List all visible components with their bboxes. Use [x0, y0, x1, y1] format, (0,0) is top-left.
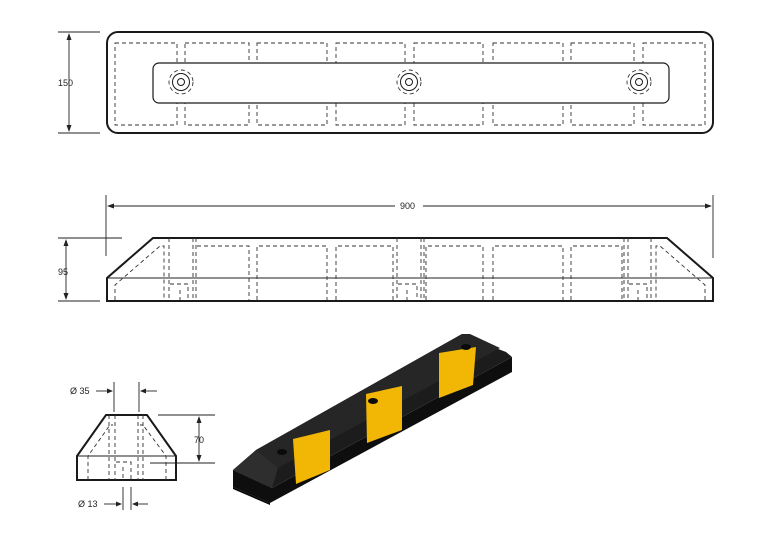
end-height-label: 70 — [194, 435, 204, 445]
stripe-left — [293, 430, 330, 484]
end-view: Ø 35 70 Ø 13 — [70, 382, 215, 510]
hole-right — [626, 69, 652, 95]
top-hole-diameter-label: Ø 35 — [70, 386, 90, 396]
stripe-right — [439, 347, 476, 398]
top-height-label: 150 — [58, 78, 73, 88]
side-height-label: 95 — [58, 267, 68, 277]
bottom-hole-diameter-label: Ø 13 — [78, 499, 98, 509]
side-view: 900 95 — [58, 195, 714, 302]
top-view: 150 — [58, 31, 714, 134]
wheel-stop-3d-render — [233, 334, 512, 505]
length-label: 900 — [400, 201, 415, 211]
hole-center — [396, 69, 422, 95]
hole-left — [168, 69, 194, 95]
